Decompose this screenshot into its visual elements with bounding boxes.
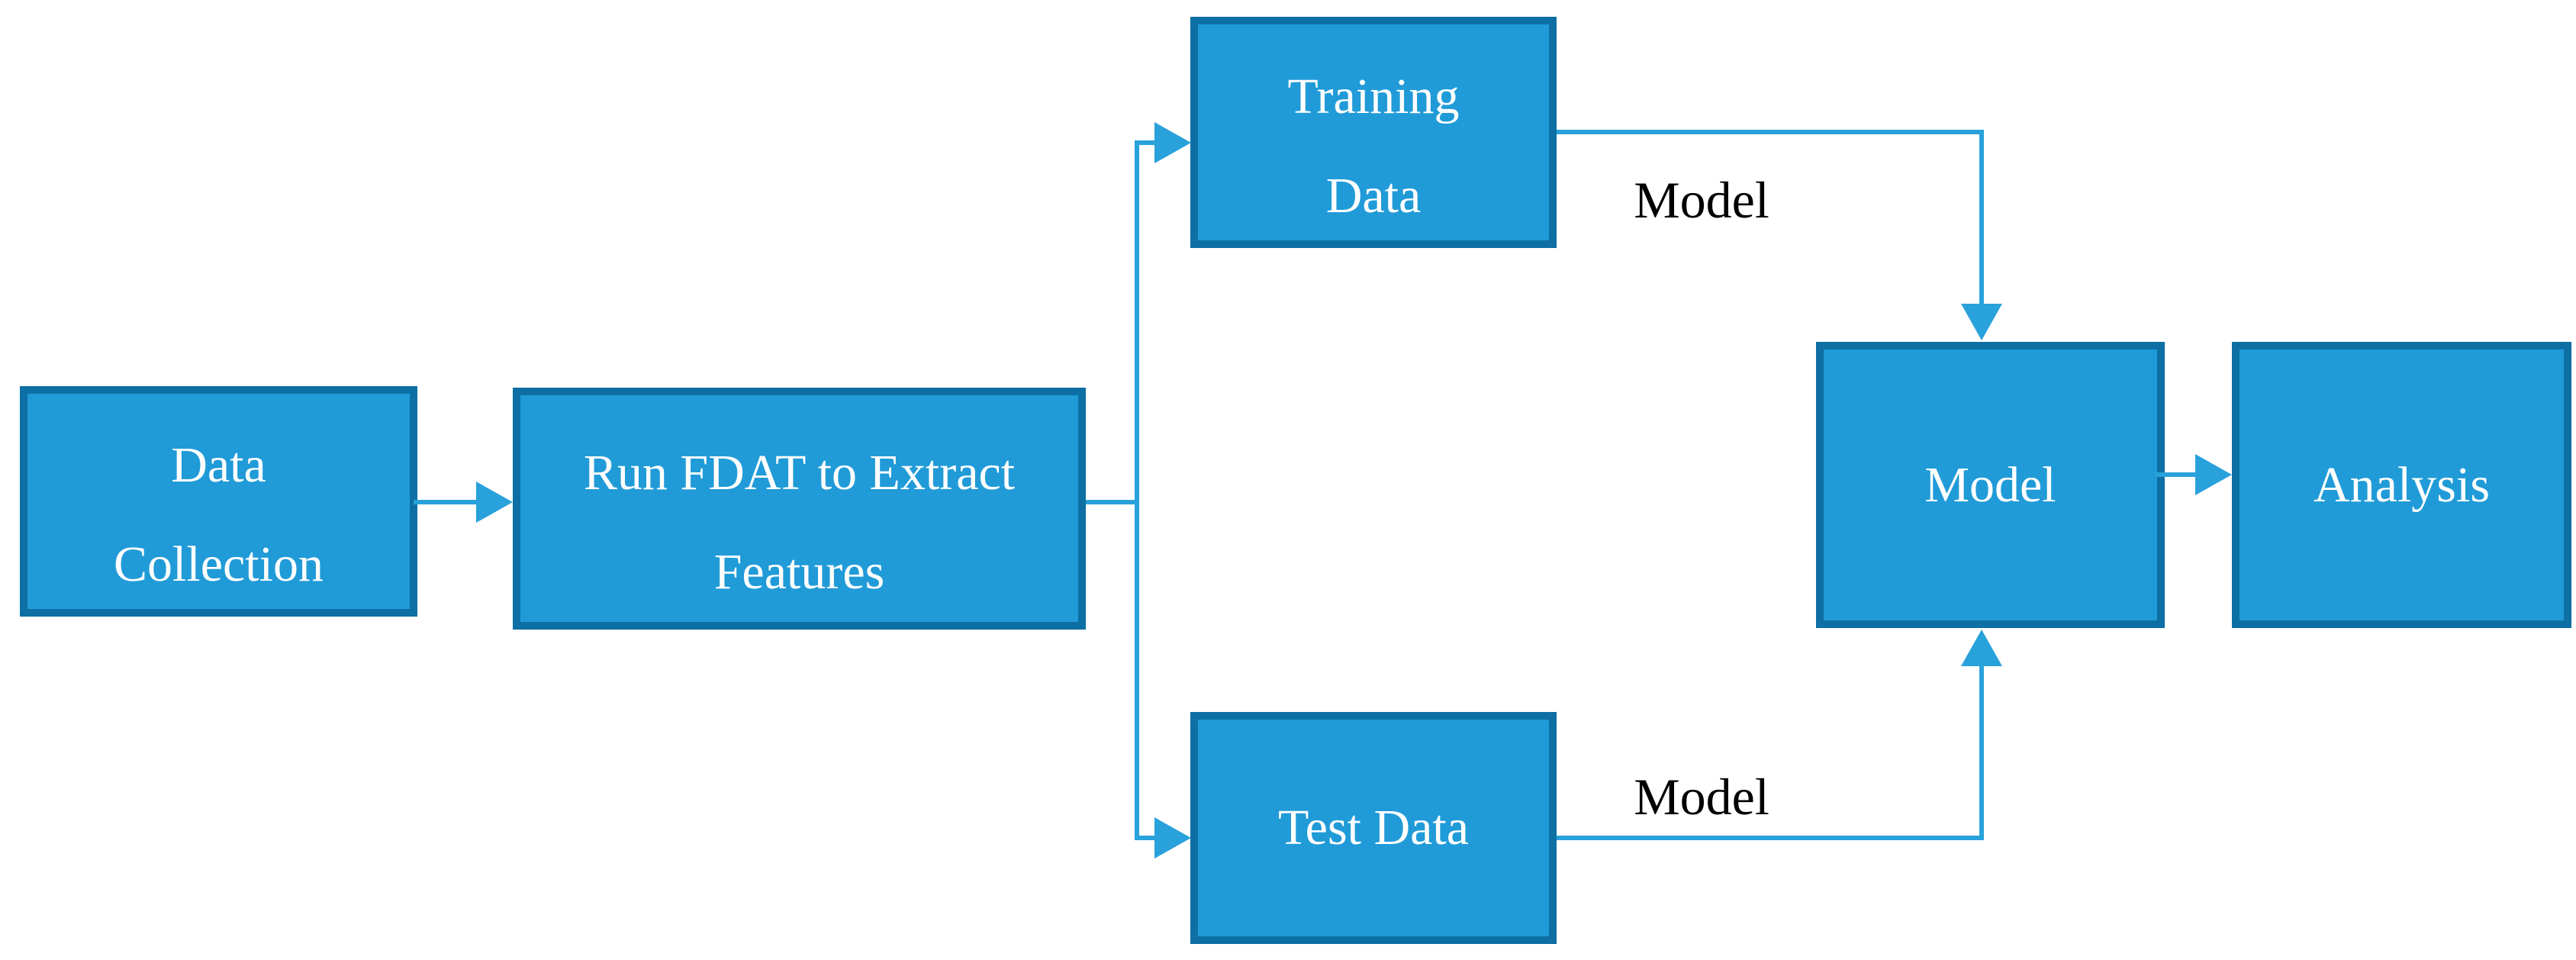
edge-label-training-to-model: Model [1634, 171, 1769, 229]
edge-datacollection-runfdat-line [414, 500, 481, 504]
edge-testdata-model-hline [1557, 836, 1984, 840]
edge-model-analysis-line [2156, 472, 2198, 477]
edge-branch-testdata-line [1135, 836, 1156, 840]
node-label-line: Run FDAT to Extract [583, 444, 1016, 501]
node-training-data: Training Data [1190, 17, 1557, 248]
arrowhead-down-icon [1961, 304, 2002, 340]
node-label-line: Features [713, 543, 885, 600]
edge-testdata-model-vline [1979, 666, 1984, 840]
arrowhead-up-icon [1961, 630, 2002, 666]
branch-vertical-line [1135, 140, 1139, 840]
node-run-fdat: Run FDAT to Extract Features [513, 388, 1086, 630]
edge-trainingdata-model-hline [1557, 130, 1984, 134]
node-label-line: Test Data [1277, 800, 1470, 855]
arrowhead-right-icon [476, 482, 513, 523]
node-label-line: Analysis [2314, 456, 2490, 513]
node-label-line: Data [1325, 167, 1422, 224]
arrowhead-right-icon [1154, 122, 1191, 163]
edge-trainingdata-model-vline [1979, 130, 1984, 305]
node-analysis: Analysis [2232, 342, 2571, 628]
edge-branch-trainingdata-line [1135, 140, 1156, 145]
node-label-line: Data [171, 437, 266, 493]
arrowhead-right-icon [1154, 817, 1191, 859]
node-label-line: Training [1287, 68, 1460, 124]
node-model: Model [1816, 342, 2165, 628]
node-data-collection: Data Collection [20, 386, 417, 617]
edge-runfdat-branch-line [1086, 500, 1139, 504]
node-label-line: Collection [114, 536, 324, 592]
arrowhead-right-icon [2195, 454, 2232, 495]
node-label-line: Model [1924, 456, 2056, 513]
edge-label-test-to-model: Model [1634, 768, 1769, 826]
node-test-data: Test Data [1190, 712, 1557, 944]
